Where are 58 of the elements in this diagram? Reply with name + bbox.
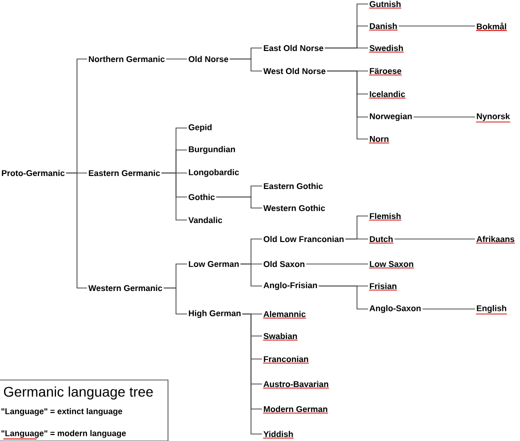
modern-language-label: Gutnish	[368, 0, 402, 9]
legend-title: Germanic language tree	[4, 386, 153, 400]
language-label: East Old Norse	[264, 44, 324, 52]
language-label: Old Saxon	[264, 260, 304, 268]
language-label: Eastern Gothic	[264, 182, 323, 190]
modern-language-label: Frisian	[368, 282, 398, 291]
modern-language-label: Norn	[368, 136, 390, 144]
language-label: Western Gothic	[263, 204, 326, 212]
modern-language-label: Modern German	[262, 406, 328, 414]
language-label: High German	[188, 310, 241, 318]
modern-language-label: Swedish	[368, 44, 404, 53]
language-label: Norwegian	[370, 113, 412, 121]
language-label: Northern Germanic	[88, 56, 165, 62]
tree-line	[318, 286, 368, 310]
language-label: Longobardic	[188, 169, 239, 177]
tree-line	[326, 70, 368, 140]
language-label: Low German	[188, 261, 239, 267]
modern-language-label: Flemish	[368, 212, 402, 221]
tree-line	[161, 172, 188, 220]
tree-line	[242, 314, 262, 434]
modern-language-label: Dutch	[368, 236, 394, 244]
modern-language-label: Yiddish	[262, 430, 294, 439]
modern-language-label: Färoese	[368, 68, 402, 76]
language-label: Burgundian	[188, 146, 235, 154]
modern-language-label: Low Saxon	[368, 261, 414, 268]
modern-language-label: English	[476, 305, 508, 314]
modern-language-label: Nynorsk	[476, 113, 511, 122]
language-label: Anglo-Saxon	[370, 305, 421, 313]
tree-line	[229, 58, 262, 72]
tree-line	[163, 288, 188, 314]
language-label: Western Germanic	[88, 284, 162, 292]
language-label: Gothic	[188, 194, 215, 200]
modern-language-label: Afrikaans	[476, 236, 516, 244]
language-label: Anglo-Frisian	[264, 282, 317, 290]
modern-language-label: Danish	[368, 22, 398, 31]
modern-language-label: Alemannic	[262, 310, 306, 319]
language-label: West Old Norse	[263, 68, 326, 74]
legend-entry: "Language" = modern language	[1, 430, 126, 440]
modern-language-label: Bokmål	[476, 22, 508, 31]
modern-language-label: Icelandic	[368, 90, 406, 99]
language-label: Proto-Germanic	[2, 170, 65, 176]
modern-language-label: Franconian	[262, 356, 310, 364]
tree-line	[216, 196, 262, 208]
language-label: Old Low Franconian	[264, 236, 344, 242]
modern-language-label: Swabian	[262, 332, 298, 341]
language-label: Eastern Germanic	[88, 170, 160, 176]
modern-language-label: Austro-Bavarian	[262, 380, 330, 389]
tree-line	[345, 238, 368, 240]
legend-entry: "Language" = extinct language	[1, 408, 122, 416]
tree-line	[394, 238, 476, 240]
tree-line	[66, 172, 88, 288]
tree-line	[422, 308, 476, 310]
language-label: Old Norse	[188, 56, 228, 62]
language-label: Vandalic	[188, 216, 222, 224]
language-label: Gepid	[188, 124, 212, 132]
tree-line	[240, 264, 262, 286]
tree-line	[166, 58, 188, 60]
tree-line	[413, 116, 476, 118]
